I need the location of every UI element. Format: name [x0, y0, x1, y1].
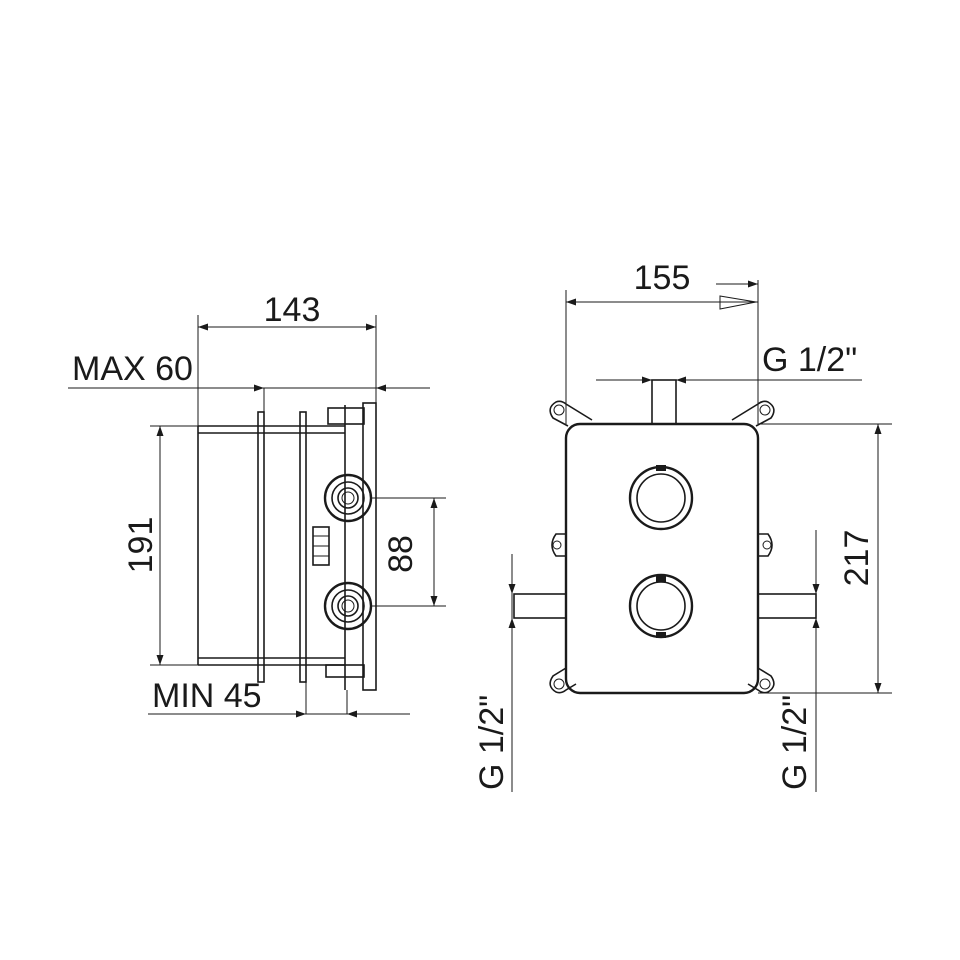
- dim-top-thread-label: G 1/2": [762, 341, 857, 379]
- side-view: 143 MAX 60 191 88: [68, 291, 446, 718]
- front-view: 155 G 1/2" 217 G 1/2" G 1/2": [473, 259, 892, 792]
- dim-top-thread: G 1/2": [596, 341, 862, 384]
- dim-left-thread-label: G 1/2": [473, 695, 511, 790]
- left-inlet: [513, 593, 567, 619]
- dim-143-label: 143: [264, 291, 321, 329]
- dim-right-thread-label: G 1/2": [776, 695, 814, 790]
- dim-217: 217: [758, 423, 892, 694]
- dim-88: 88: [372, 497, 446, 607]
- dim-right-thread: G 1/2": [776, 530, 820, 792]
- dim-217-label: 217: [838, 530, 876, 587]
- upper-control-port: [628, 465, 694, 531]
- dim-max-60-label: MAX 60: [72, 350, 193, 388]
- dim-min-45-label: MIN 45: [152, 677, 262, 715]
- right-inlet: [757, 593, 817, 619]
- mounting-lugs: [549, 400, 775, 694]
- dim-191: 191: [122, 425, 198, 666]
- side-body: [197, 402, 377, 691]
- dim-191-label: 191: [122, 517, 160, 574]
- lower-control-port: [628, 573, 694, 639]
- side-lower-port: [323, 581, 373, 631]
- front-plate: [564, 422, 760, 695]
- top-inlet: [651, 379, 677, 425]
- dim-143: 143: [197, 291, 377, 426]
- dim-left-thread: G 1/2": [473, 554, 516, 792]
- dim-155-label: 155: [634, 259, 691, 297]
- dim-155: 155: [565, 259, 759, 424]
- dim-max-60: MAX 60: [68, 350, 430, 412]
- dim-min-45: MIN 45: [148, 677, 410, 718]
- side-upper-port: [323, 473, 373, 523]
- dim-88-label: 88: [382, 535, 420, 573]
